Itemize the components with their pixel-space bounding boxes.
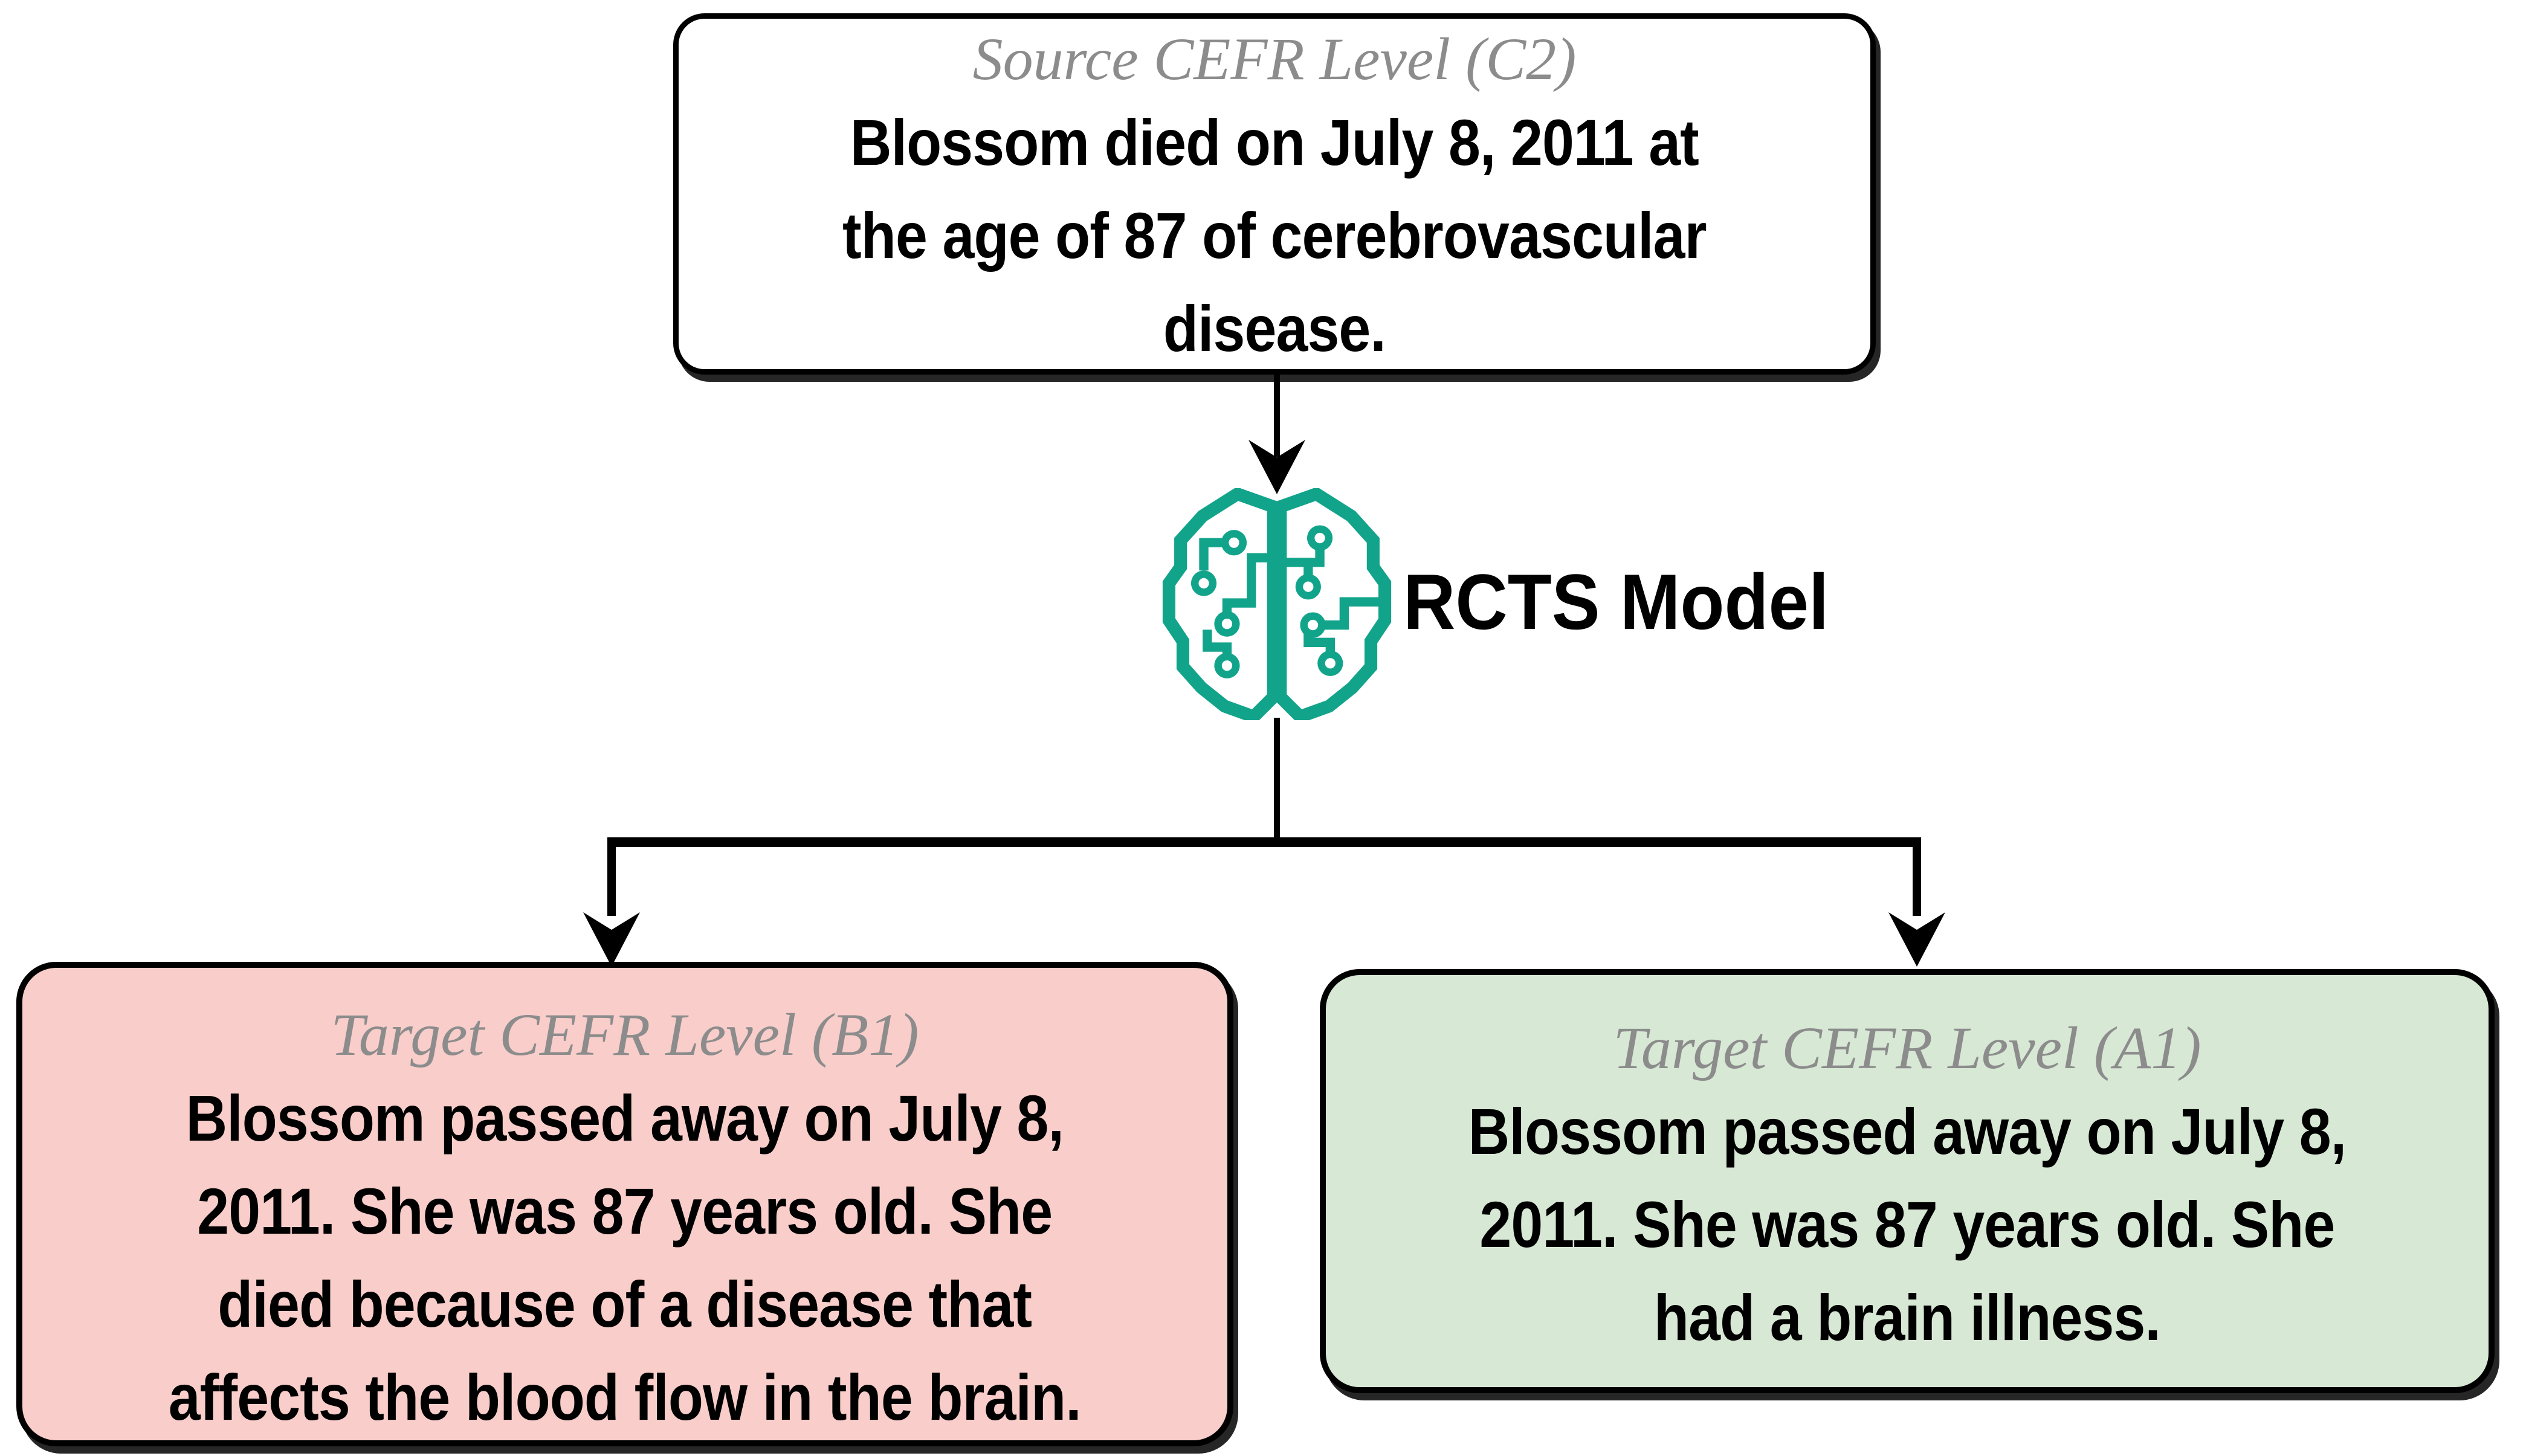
source-box: Source CEFR Level (C2) Blossom died on J… xyxy=(673,13,1876,375)
model-to-branch-line xyxy=(1274,718,1280,841)
brain-trace xyxy=(1313,597,1385,630)
branch-right-drop-line xyxy=(1913,837,1921,916)
target-box-a1: Target CEFR Level (A1) Blossom passed aw… xyxy=(1320,969,2495,1393)
branch-left-drop-line xyxy=(607,837,616,916)
target-box-b1: Target CEFR Level (B1) Blossom passed aw… xyxy=(16,962,1233,1446)
target-a1-title: Target CEFR Level (A1) xyxy=(1613,1014,2201,1081)
brain-circuit-nodes xyxy=(1190,525,1343,678)
target-b1-title: Target CEFR Level (B1) xyxy=(331,1001,919,1068)
source-box-text: Blossom died on July 8, 2011 at the age … xyxy=(842,106,1707,365)
arrowhead-down-left-icon xyxy=(583,912,640,967)
brain-trace xyxy=(1222,553,1274,624)
brain-left-lobe xyxy=(1162,488,1280,720)
branch-horizontal-line xyxy=(607,837,1921,847)
target-b1-text: Blossom passed away on July 8, 2011. She… xyxy=(168,1081,1082,1434)
arrowhead-down-right-icon xyxy=(1888,912,1945,967)
target-a1-text: Blossom passed away on July 8, 2011. She… xyxy=(1468,1095,2347,1354)
circuit-brain-icon xyxy=(1162,488,1392,720)
model-label: RCTS Model xyxy=(1403,558,1829,646)
arrowhead-down-model-icon xyxy=(1248,440,1305,494)
source-box-title: Source CEFR Level (C2) xyxy=(972,25,1577,92)
arrow-source-to-model-line xyxy=(1274,372,1280,457)
brain-right-lobe xyxy=(1274,488,1392,720)
